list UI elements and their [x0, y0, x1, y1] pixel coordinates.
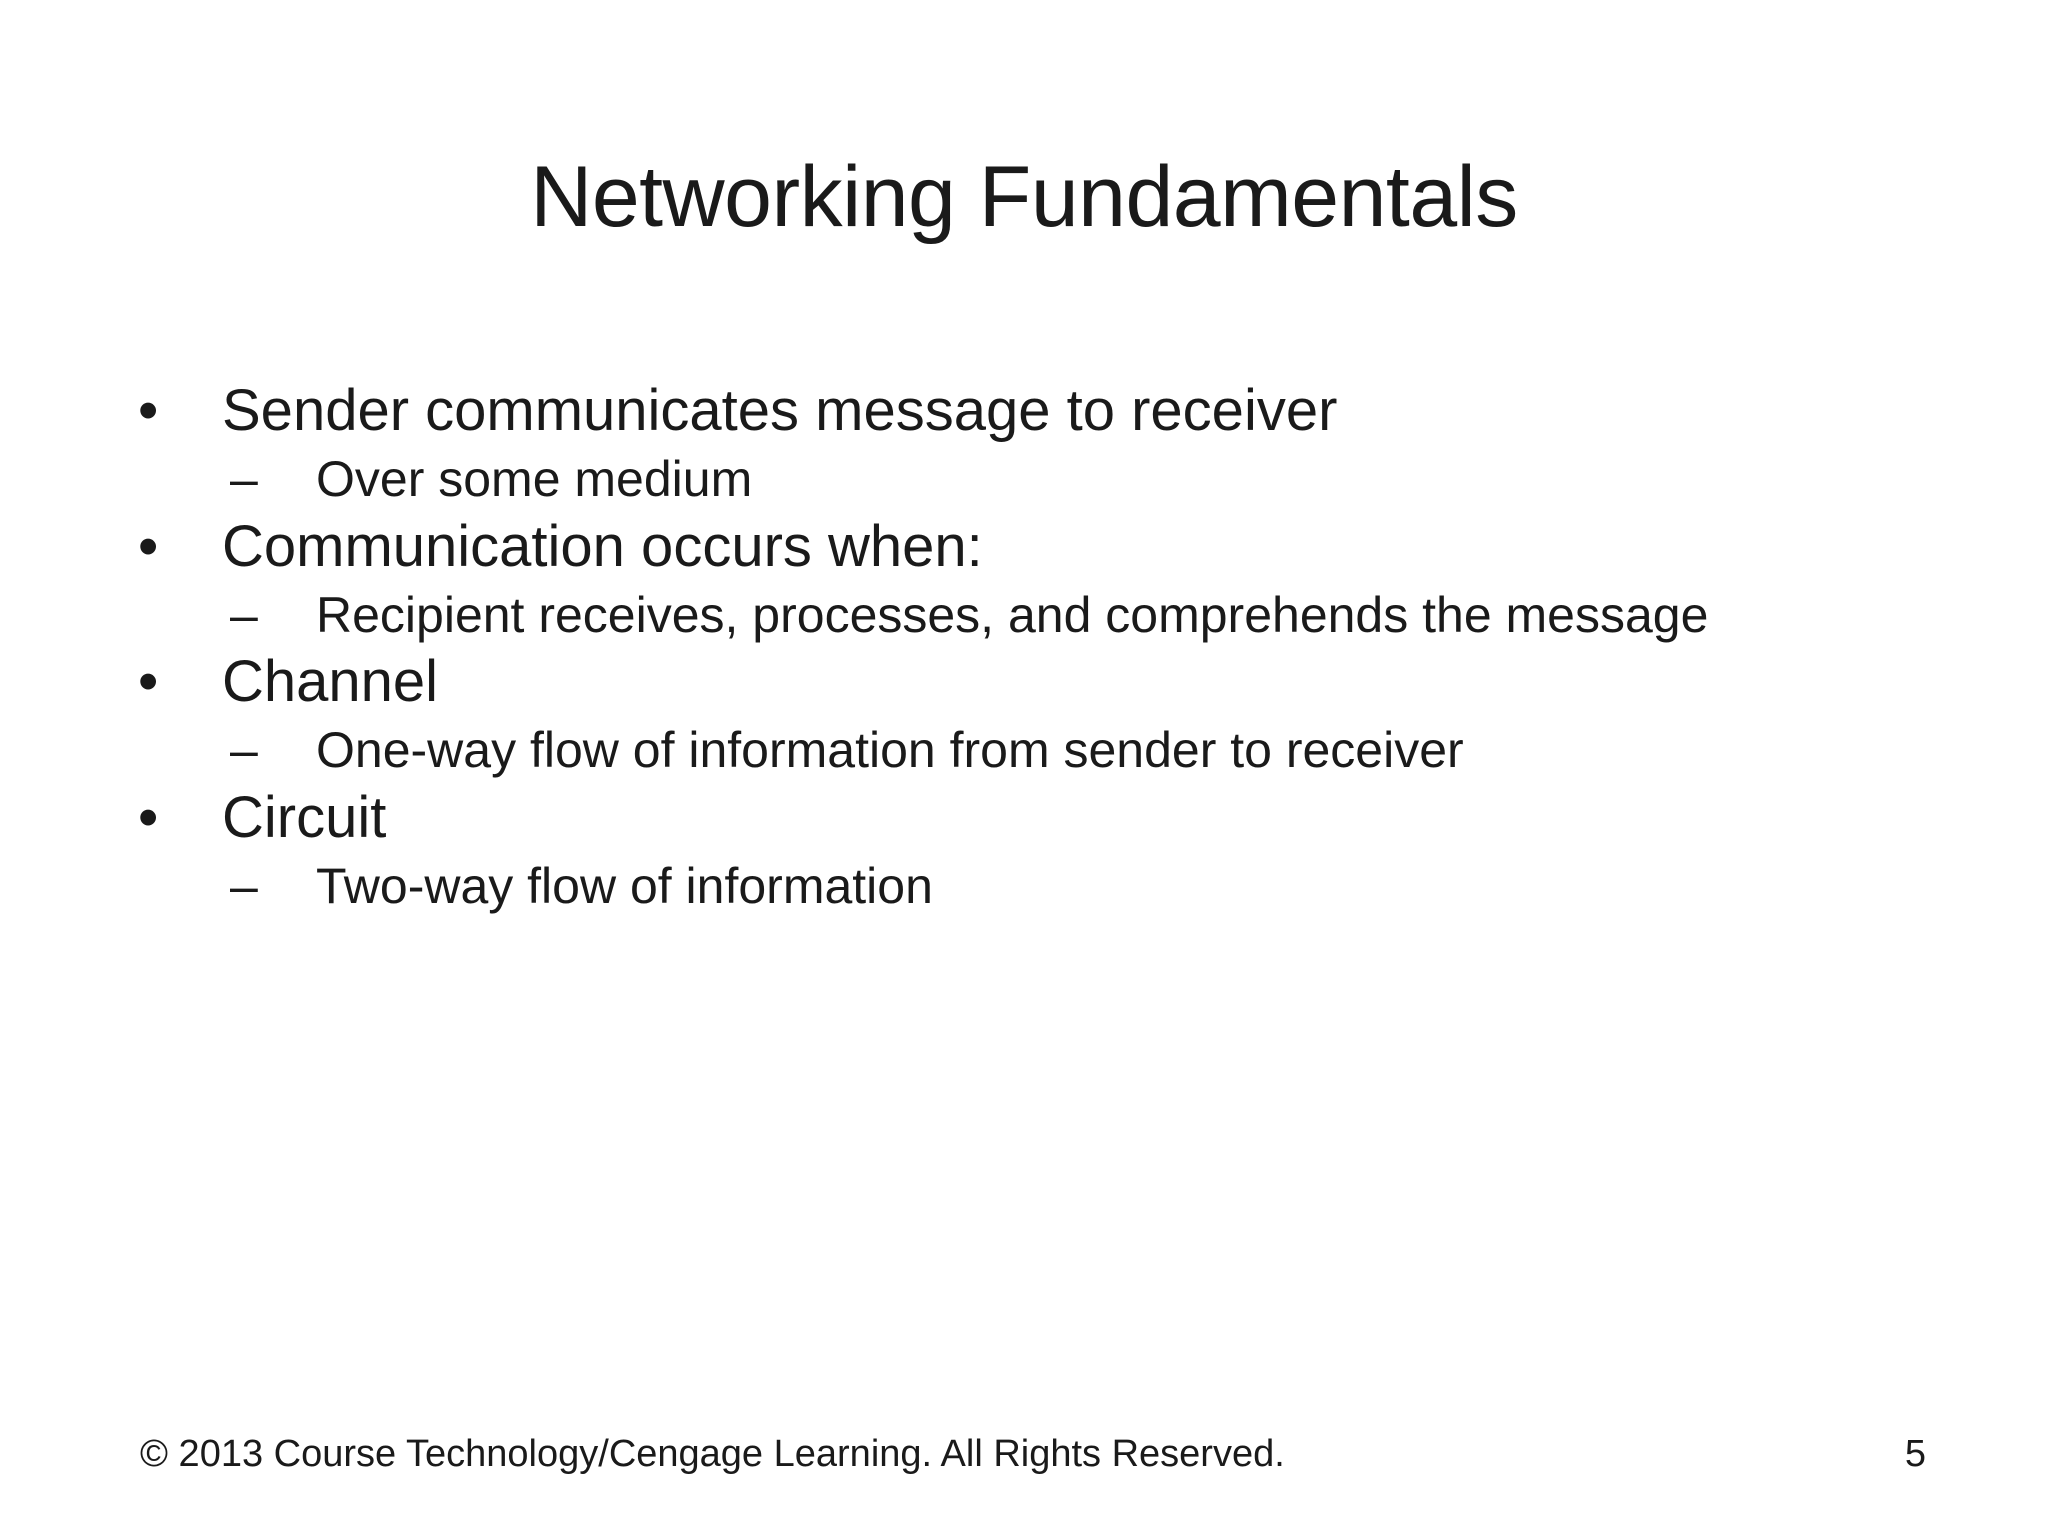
- bullet-item-level2: – One-way flow of information from sende…: [130, 722, 1930, 778]
- bullet-dash-icon: –: [230, 857, 258, 914]
- bullet-group: • Sender communicates message to receive…: [130, 382, 1930, 507]
- bullet-item-level1: • Communication occurs when:: [130, 513, 1930, 579]
- bullet-text: Recipient receives, processes, and compr…: [316, 586, 1709, 643]
- bullet-text: Channel: [222, 649, 439, 714]
- bullet-dash-icon: –: [230, 451, 258, 507]
- copyright-notice: © 2013 Course Technology/Cengage Learnin…: [140, 1433, 1285, 1475]
- slide-body-content: • Sender communicates message to receive…: [130, 382, 1930, 924]
- bullet-text: Sender communicates message to receiver: [222, 378, 1338, 443]
- bullet-item-level1: • Channel: [130, 653, 1930, 711]
- bullet-text: Over some medium: [316, 451, 753, 507]
- bullet-dot-icon: •: [138, 378, 159, 443]
- bullet-group: • Circuit – Two-way flow of information: [130, 784, 1930, 914]
- bullet-text: Two-way flow of information: [316, 857, 933, 914]
- bullet-item-level2: – Over some medium: [130, 451, 1930, 507]
- bullet-dot-icon: •: [138, 649, 159, 714]
- bullet-item-level1: • Circuit: [130, 784, 1930, 850]
- bullet-item-level2: – Two-way flow of information: [130, 857, 1930, 914]
- slide-footer: © 2013 Course Technology/Cengage Learnin…: [0, 1432, 2048, 1492]
- bullet-dot-icon: •: [138, 784, 159, 850]
- bullet-text: Circuit: [222, 784, 387, 850]
- bullet-dash-icon: –: [230, 722, 258, 778]
- page-number: 5: [1904, 1433, 1926, 1475]
- bullet-item-level1: • Sender communicates message to receive…: [130, 382, 1930, 440]
- bullet-item-level2: – Recipient receives, processes, and com…: [130, 586, 1930, 643]
- bullet-text: One-way flow of information from sender …: [316, 722, 1464, 778]
- slide-title: Networking Fundamentals: [530, 149, 1518, 245]
- bullet-group: • Channel – One-way flow of information …: [130, 653, 1930, 778]
- bullet-text: Communication occurs when:: [222, 513, 983, 579]
- bullet-group: • Communication occurs when: – Recipient…: [130, 513, 1930, 643]
- bullet-dot-icon: •: [138, 513, 159, 579]
- bullet-dash-icon: –: [230, 586, 258, 643]
